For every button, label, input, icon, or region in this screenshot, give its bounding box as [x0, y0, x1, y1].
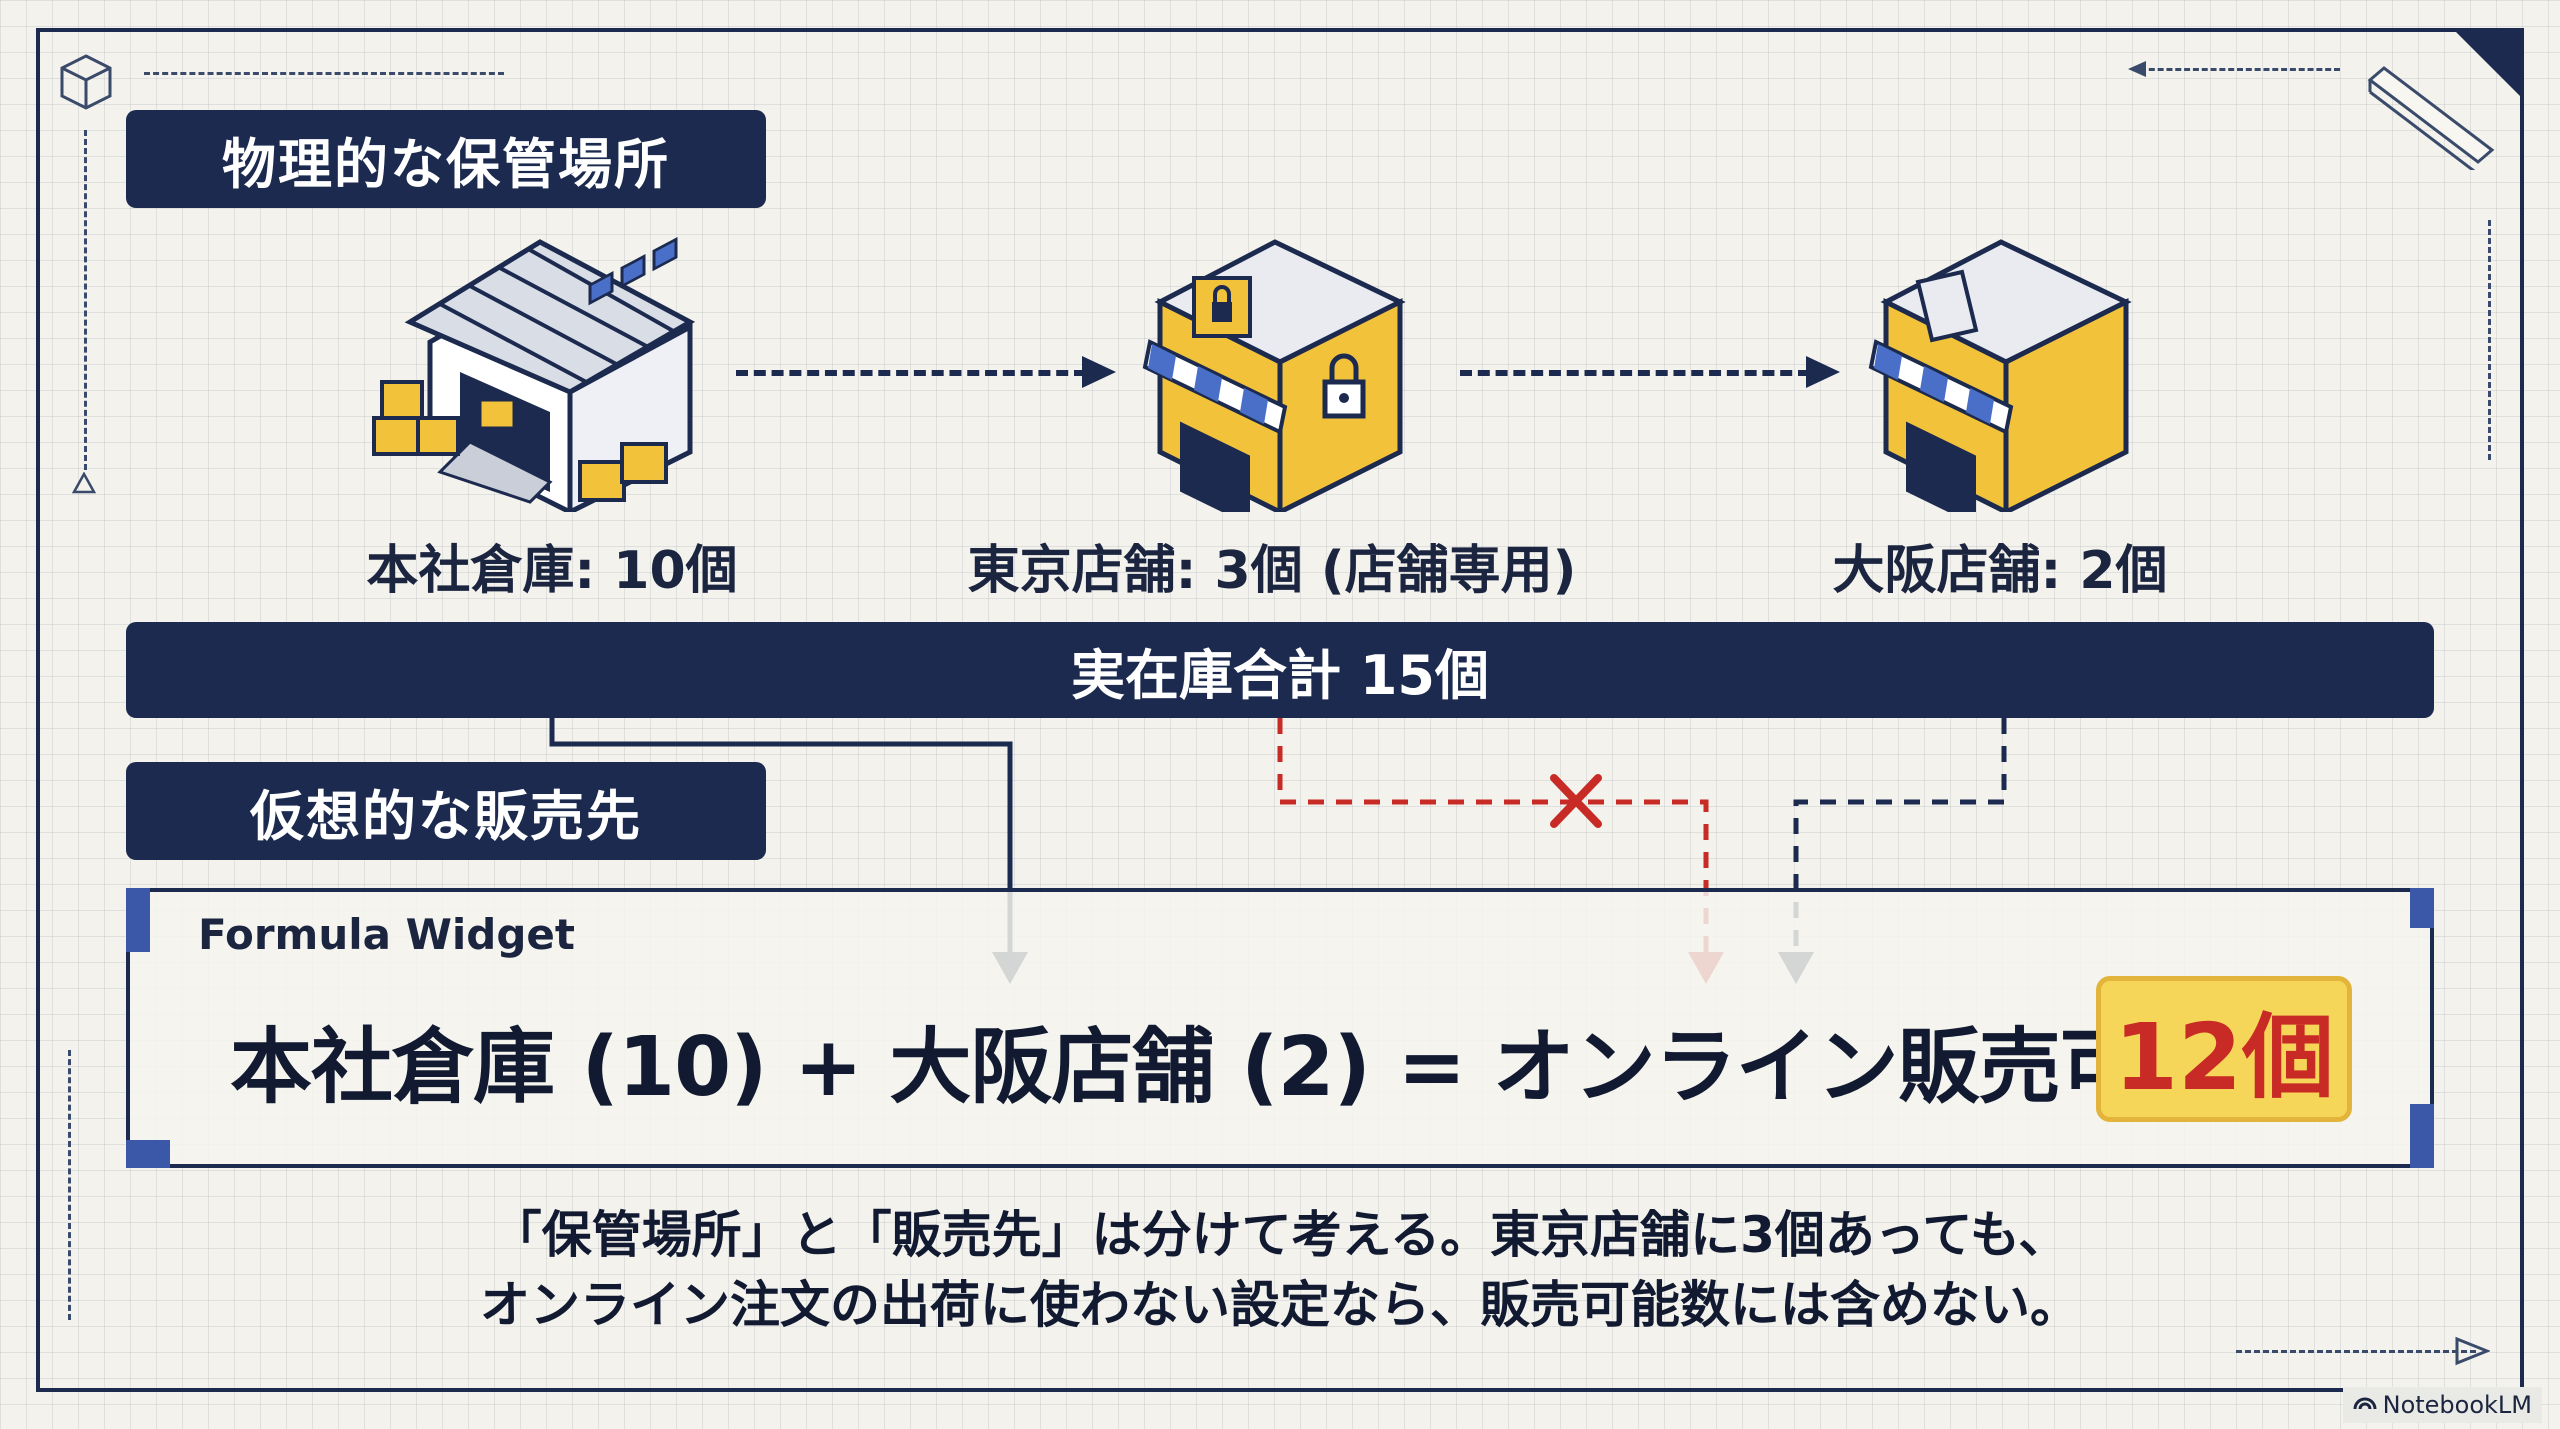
total-stock-bar: 実在庫合計 15個	[126, 622, 2434, 718]
corner-triangle	[2452, 28, 2524, 100]
play-arrow-icon	[2455, 1336, 2490, 1366]
result-badge: 12個	[2096, 976, 2352, 1122]
location-label-tokyo: 東京店舗: 3個 (店舗専用)	[967, 541, 1577, 601]
formula-text: 本社倉庫 (10) + 大阪店舗 (2) = オンライン販売可能数:	[230, 1020, 2336, 1115]
explanation-note: 「保管場所」と「販売先」は分けて考える。東京店舗に3個あっても、 オンライン注文…	[0, 1200, 2560, 1340]
deco-dash-left	[84, 130, 87, 470]
widget-corner-accent	[2410, 888, 2434, 928]
deco-dash-top-left	[144, 72, 504, 75]
warehouse-icon	[372, 236, 696, 512]
triangle-marker-icon	[72, 472, 96, 494]
notebooklm-logo-icon	[2353, 1397, 2377, 1410]
location-label-osaka: 大阪店舗: 2個	[1832, 541, 2168, 601]
store-icon	[1868, 239, 2132, 512]
note-line-1: 「保管場所」と「販売先」は分けて考える。東京店舗に3個あっても、	[491, 1206, 2069, 1264]
arrow-left-icon	[2128, 61, 2146, 77]
flow-arrow-2	[1460, 370, 1810, 376]
brand-text: NotebookLM	[2382, 1391, 2532, 1419]
arrow-right-icon	[1806, 356, 1840, 388]
flow-arrow-1	[736, 370, 1086, 376]
location-label-warehouse: 本社倉庫: 10個	[366, 541, 738, 601]
formula-widget: Formula Widget 本社倉庫 (10) + 大阪店舗 (2) = オン…	[126, 888, 2434, 1168]
widget-corner-accent	[126, 1140, 170, 1168]
brand-watermark: NotebookLM	[2342, 1387, 2542, 1423]
physical-section-label: 物理的な保管場所	[126, 110, 766, 208]
note-line-2: オンライン注文の出荷に使わない設定なら、販売可能数には含めない。	[480, 1276, 2080, 1334]
deco-dash-bottom-right	[2236, 1350, 2476, 1353]
arrow-right-icon	[1082, 356, 1116, 388]
widget-corner-accent	[126, 888, 150, 952]
outer-frame	[36, 28, 2524, 1392]
widget-corner-accent	[2410, 1104, 2434, 1168]
virtual-section-label: 仮想的な販売先	[126, 762, 766, 860]
deco-dash-right	[2488, 220, 2491, 460]
deco-dash-bottom-left	[68, 1050, 71, 1320]
locked-store-icon	[1142, 239, 1406, 512]
deco-dash-top-right	[2140, 68, 2340, 71]
cube-icon	[60, 54, 112, 110]
blocked-x-icon	[1550, 774, 1602, 828]
widget-title: Formula Widget	[198, 910, 575, 959]
ruler-icon	[2367, 66, 2495, 170]
